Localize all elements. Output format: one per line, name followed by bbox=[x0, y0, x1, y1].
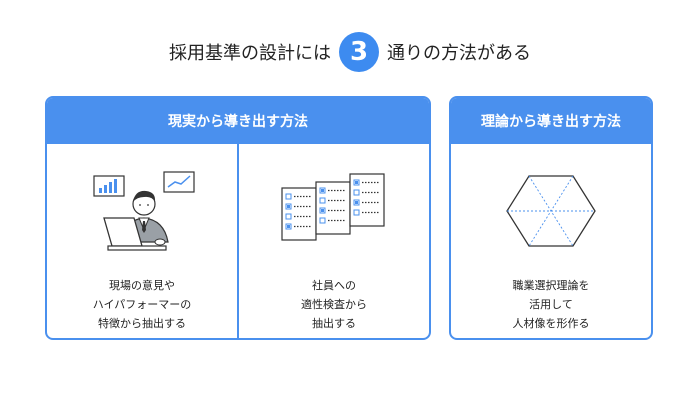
reality-method-card: 現実から導き出す方法 bbox=[45, 96, 431, 340]
person-laptop-icon bbox=[82, 168, 202, 254]
title-suffix: 通りの方法がある bbox=[387, 43, 531, 64]
aptitude-test-column: 社員への 適性検査から 抽出する bbox=[237, 144, 429, 338]
career-theory-column: 職業選択理論を 活用して 人材像を形作る bbox=[451, 144, 651, 338]
reality-method-header: 現実から導き出す方法 bbox=[47, 98, 429, 144]
aptitude-test-caption: 社員への 適性検査から 抽出する bbox=[301, 279, 367, 330]
title-prefix: 採用基準の設計には bbox=[169, 43, 331, 64]
theory-method-header: 理論から導き出す方法 bbox=[451, 98, 651, 144]
hexagon-icon bbox=[501, 168, 601, 254]
checklist-forms-icon bbox=[274, 168, 394, 254]
number-badge: 3 bbox=[339, 32, 379, 72]
field-opinion-caption: 現場の意見や ハイパフォーマーの 特徴から抽出する bbox=[92, 279, 192, 330]
page-title: 採用基準の設計には 3 通りの方法がある bbox=[0, 30, 700, 74]
field-opinion-column: 現場の意見や ハイパフォーマーの 特徴から抽出する bbox=[47, 144, 237, 338]
theory-method-card: 理論から導き出す方法 職業選択理論を 活用して 人材像を形作る bbox=[449, 96, 653, 340]
career-theory-caption: 職業選択理論を 活用して 人材像を形作る bbox=[512, 279, 590, 330]
